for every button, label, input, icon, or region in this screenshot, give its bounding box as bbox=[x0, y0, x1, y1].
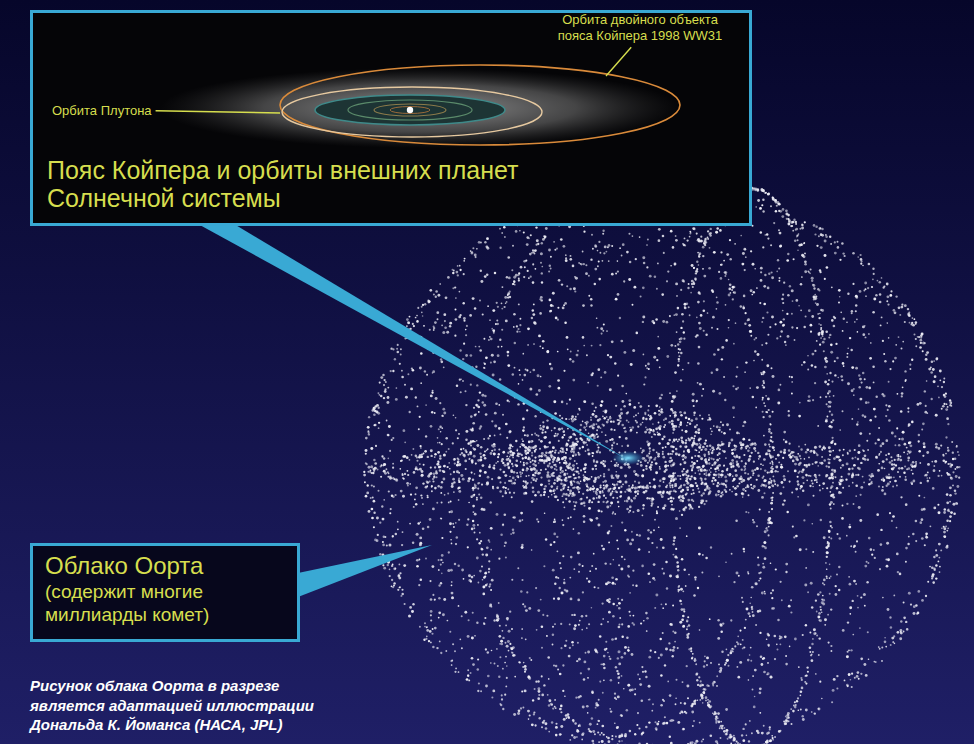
stage: Пояс Койпера и орбиты внешних планет Сол… bbox=[0, 0, 974, 744]
